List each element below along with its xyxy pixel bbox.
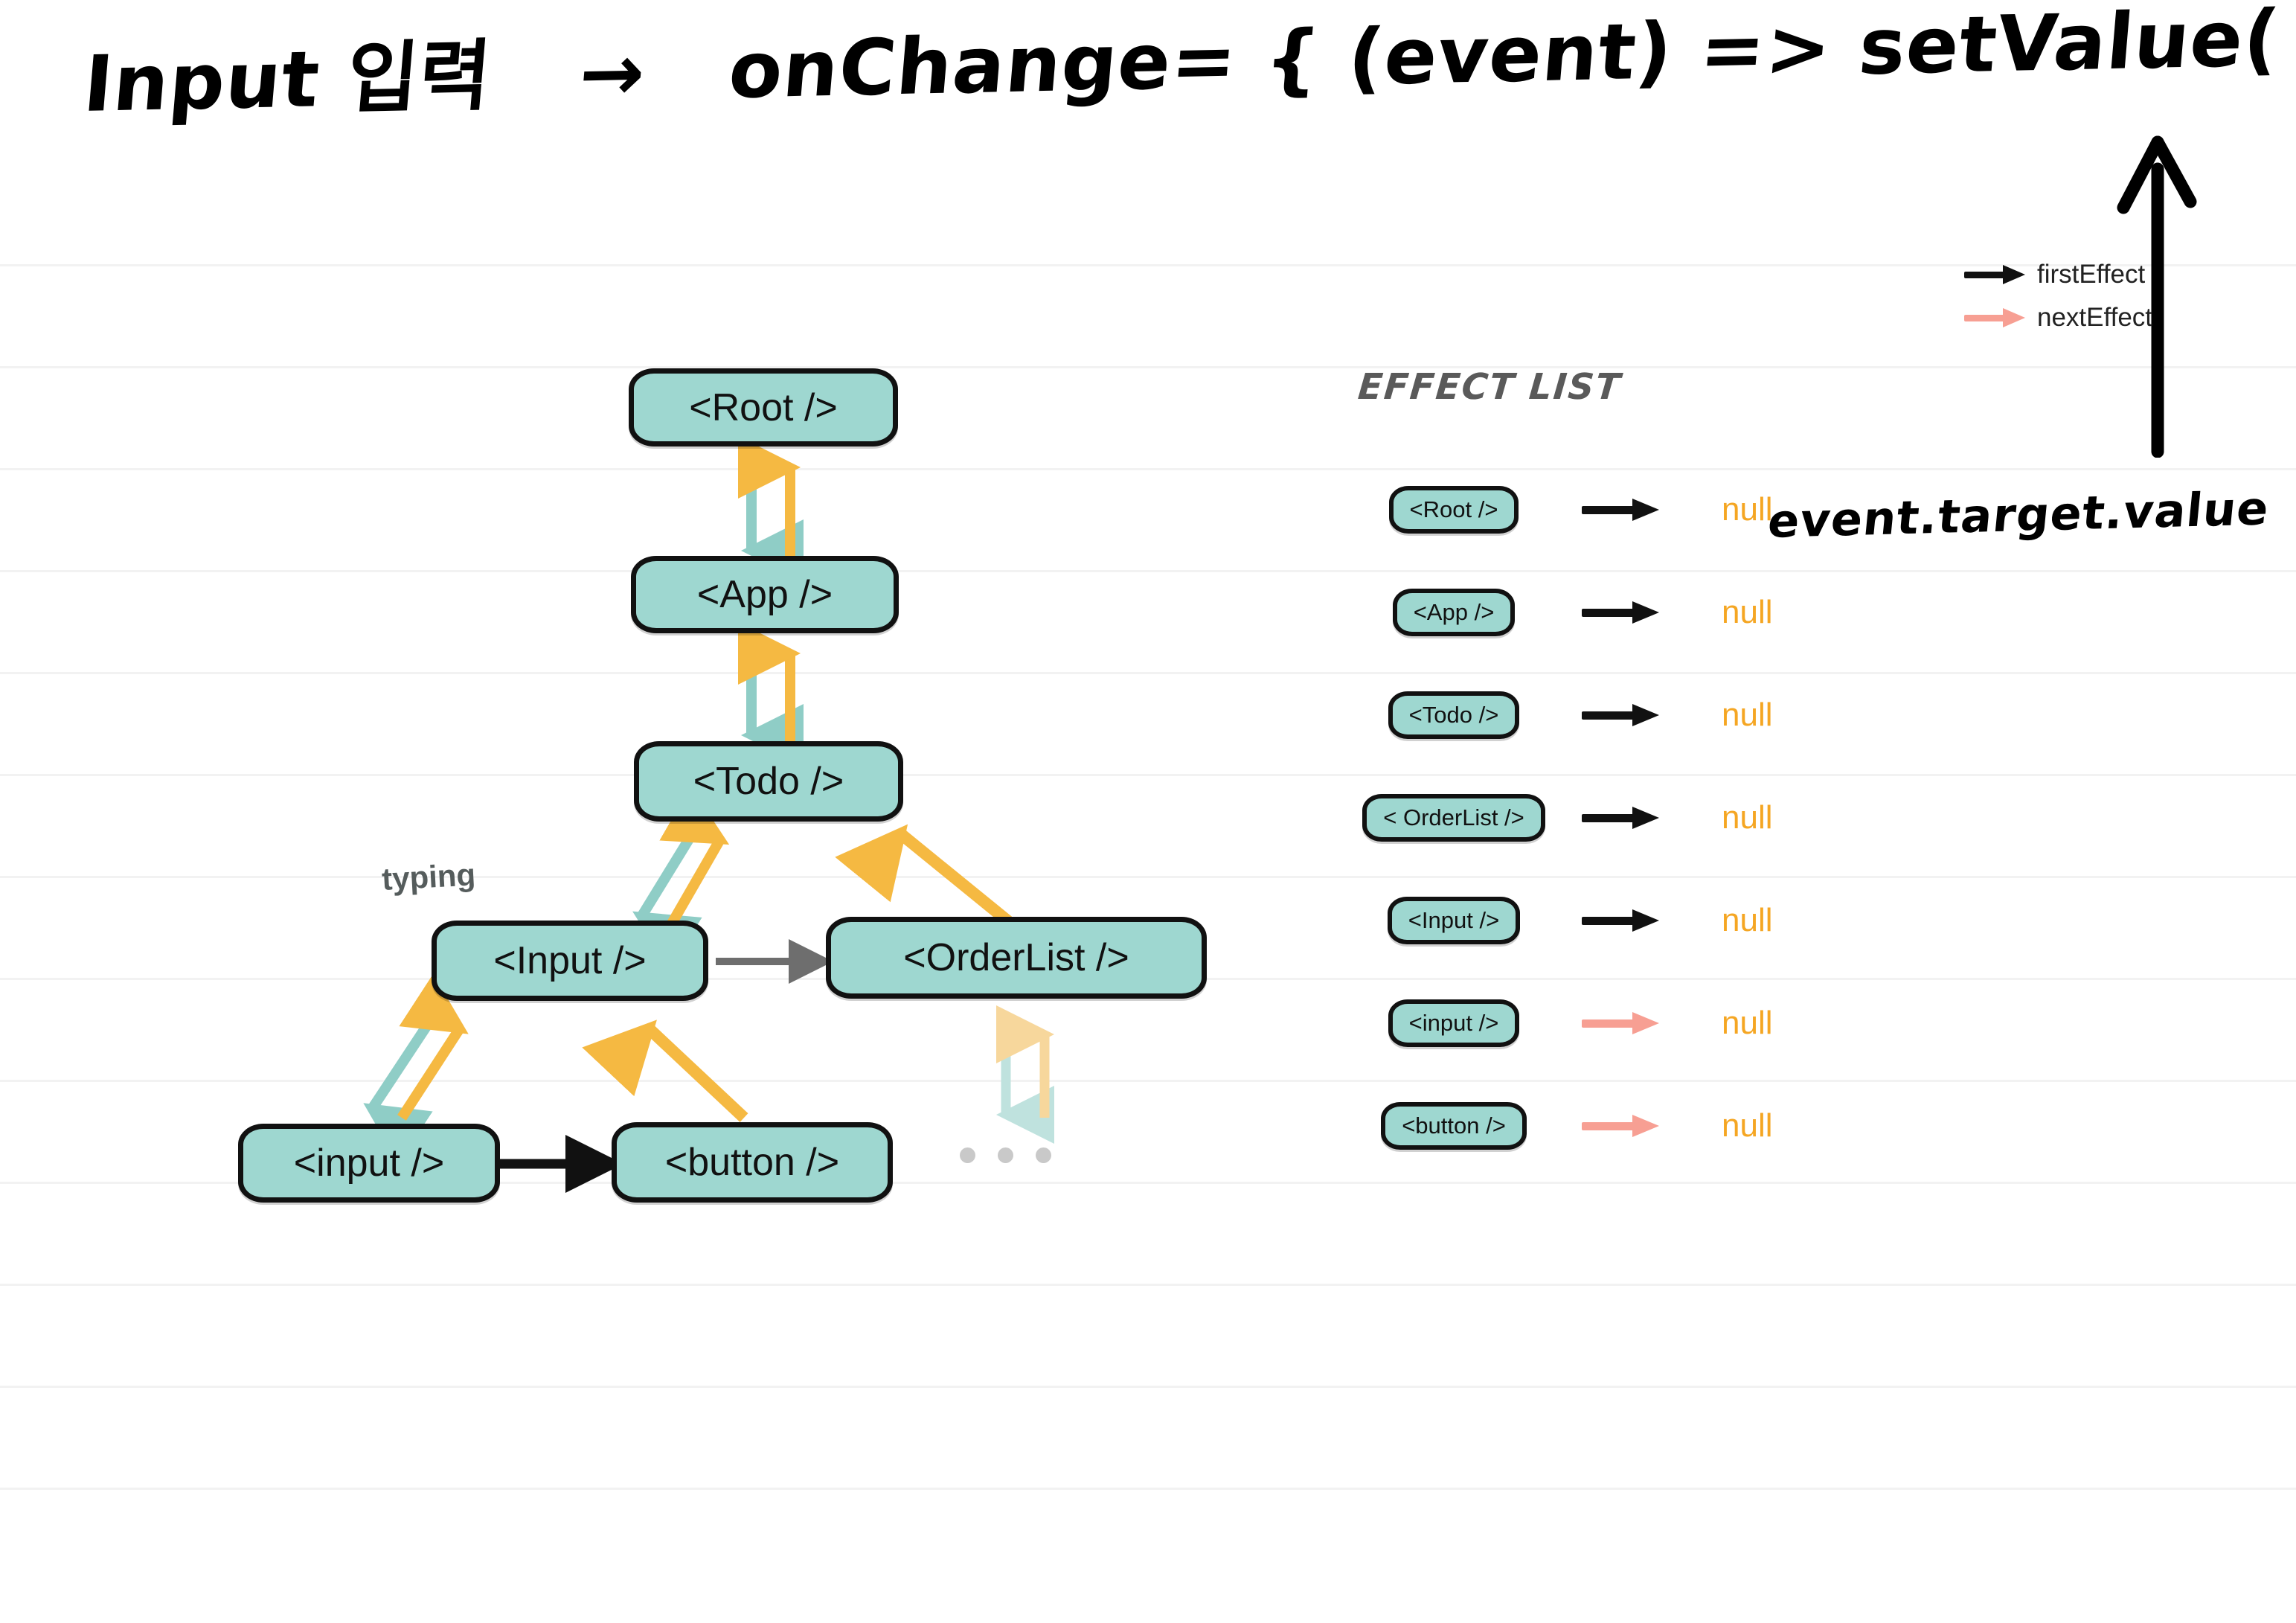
tree-node-label: <Todo /> bbox=[693, 760, 844, 803]
effect-value: null bbox=[1722, 799, 1773, 836]
effect-value: null bbox=[1722, 902, 1773, 938]
tree-node-app[interactable]: <App /> bbox=[631, 556, 899, 633]
title-arrow-glyph: → bbox=[575, 27, 650, 120]
effect-node-label: <App /> bbox=[1392, 589, 1516, 636]
arrow-right-icon bbox=[1582, 704, 1693, 726]
tree-node-label: <input /> bbox=[293, 1142, 445, 1185]
grid-line bbox=[0, 1182, 2296, 1184]
effect-value: null bbox=[1722, 697, 1773, 733]
tree-node-button-element[interactable]: <button /> bbox=[612, 1122, 893, 1203]
grid-line bbox=[0, 570, 2296, 572]
legend-label: nextEffect bbox=[2037, 303, 2153, 332]
grid-line bbox=[0, 774, 2296, 776]
grid-line bbox=[0, 1386, 2296, 1388]
effect-node-label: <Todo /> bbox=[1388, 691, 1520, 739]
legend: firstEffect nextEffect bbox=[1964, 253, 2247, 339]
effect-node-label: <Root /> bbox=[1388, 486, 1519, 534]
effect-list-row[interactable]: <Root /> null bbox=[1354, 458, 1773, 561]
effect-list-title: EFFECT LIST bbox=[1356, 366, 1623, 408]
title-part1: Input 입력 bbox=[80, 30, 496, 129]
legend-item-firstEffect: firstEffect bbox=[1964, 253, 2247, 296]
ellipsis-dot bbox=[1036, 1147, 1051, 1163]
grid-line bbox=[0, 876, 2296, 878]
effect-value: null bbox=[1722, 1005, 1773, 1041]
effect-list-row[interactable]: <Todo /> null bbox=[1354, 664, 1773, 766]
arrow-right-icon bbox=[1582, 499, 1693, 521]
arrow-right-icon bbox=[1964, 265, 2025, 284]
grid-line bbox=[0, 366, 2296, 368]
arrow-right-icon bbox=[1582, 807, 1693, 829]
event-target-value-annotation: event.target.value bbox=[1765, 481, 2272, 548]
arrow-right-icon bbox=[1582, 601, 1693, 624]
tree-node-label: <App /> bbox=[696, 573, 833, 616]
effect-list-row[interactable]: <Input /> null bbox=[1354, 869, 1773, 972]
effect-node-label: <button /> bbox=[1381, 1102, 1527, 1150]
typing-label: typing bbox=[381, 857, 477, 897]
grid-line bbox=[0, 1284, 2296, 1286]
tree-node-root[interactable]: <Root /> bbox=[629, 368, 898, 446]
effect-list-row[interactable]: < OrderList /> null bbox=[1354, 766, 1773, 869]
tree-node-input-component[interactable]: <Input /> bbox=[432, 921, 708, 1001]
grid-line bbox=[0, 264, 2296, 266]
setvalue-pointer-arrow-icon bbox=[2117, 135, 2197, 458]
grid-line bbox=[0, 1080, 2296, 1082]
tree-node-label: <Input /> bbox=[493, 939, 647, 982]
effect-list-row[interactable]: <App /> null bbox=[1354, 561, 1773, 664]
tree-node-label: <button /> bbox=[664, 1141, 840, 1184]
effect-node-label: <Input /> bbox=[1387, 897, 1521, 944]
ellipsis-indicator bbox=[960, 1147, 1051, 1163]
effect-list-row[interactable]: <button /> null bbox=[1354, 1075, 1773, 1177]
legend-item-nextEffect: nextEffect bbox=[1964, 296, 2247, 339]
effect-value: null bbox=[1722, 1107, 1773, 1144]
effect-list-row[interactable]: <input /> null bbox=[1354, 972, 1773, 1075]
effect-value: null bbox=[1722, 594, 1773, 630]
tree-node-label: <Root /> bbox=[689, 385, 838, 429]
tree-node-label: <OrderList /> bbox=[903, 936, 1129, 979]
tree-node-todo[interactable]: <Todo /> bbox=[634, 741, 903, 822]
arrow-right-icon bbox=[1964, 308, 2025, 327]
grid-line bbox=[0, 1488, 2296, 1490]
effect-list: <Root /> null <App /> null <Todo /> null bbox=[1354, 458, 1773, 1177]
legend-label: firstEffect bbox=[2037, 260, 2146, 289]
tree-node-orderlist[interactable]: <OrderList /> bbox=[826, 917, 1207, 999]
title-part2: onChange= { (event) => setValue( bbox=[725, 0, 2284, 116]
ellipsis-dot bbox=[998, 1147, 1013, 1163]
arrow-right-icon bbox=[1582, 1115, 1693, 1137]
grid-line bbox=[0, 672, 2296, 674]
tree-node-input-element[interactable]: <input /> bbox=[238, 1124, 500, 1203]
page-title: Input 입력 → onChange= { (event) => setVal… bbox=[80, 0, 2296, 133]
grid-line bbox=[0, 468, 2296, 470]
effect-value: null bbox=[1722, 491, 1773, 528]
arrow-right-icon bbox=[1582, 1012, 1693, 1034]
arrow-right-icon bbox=[1582, 909, 1693, 932]
effect-node-label: < OrderList /> bbox=[1362, 794, 1545, 842]
effect-node-label: <input /> bbox=[1388, 999, 1520, 1047]
ellipsis-dot bbox=[960, 1147, 975, 1163]
